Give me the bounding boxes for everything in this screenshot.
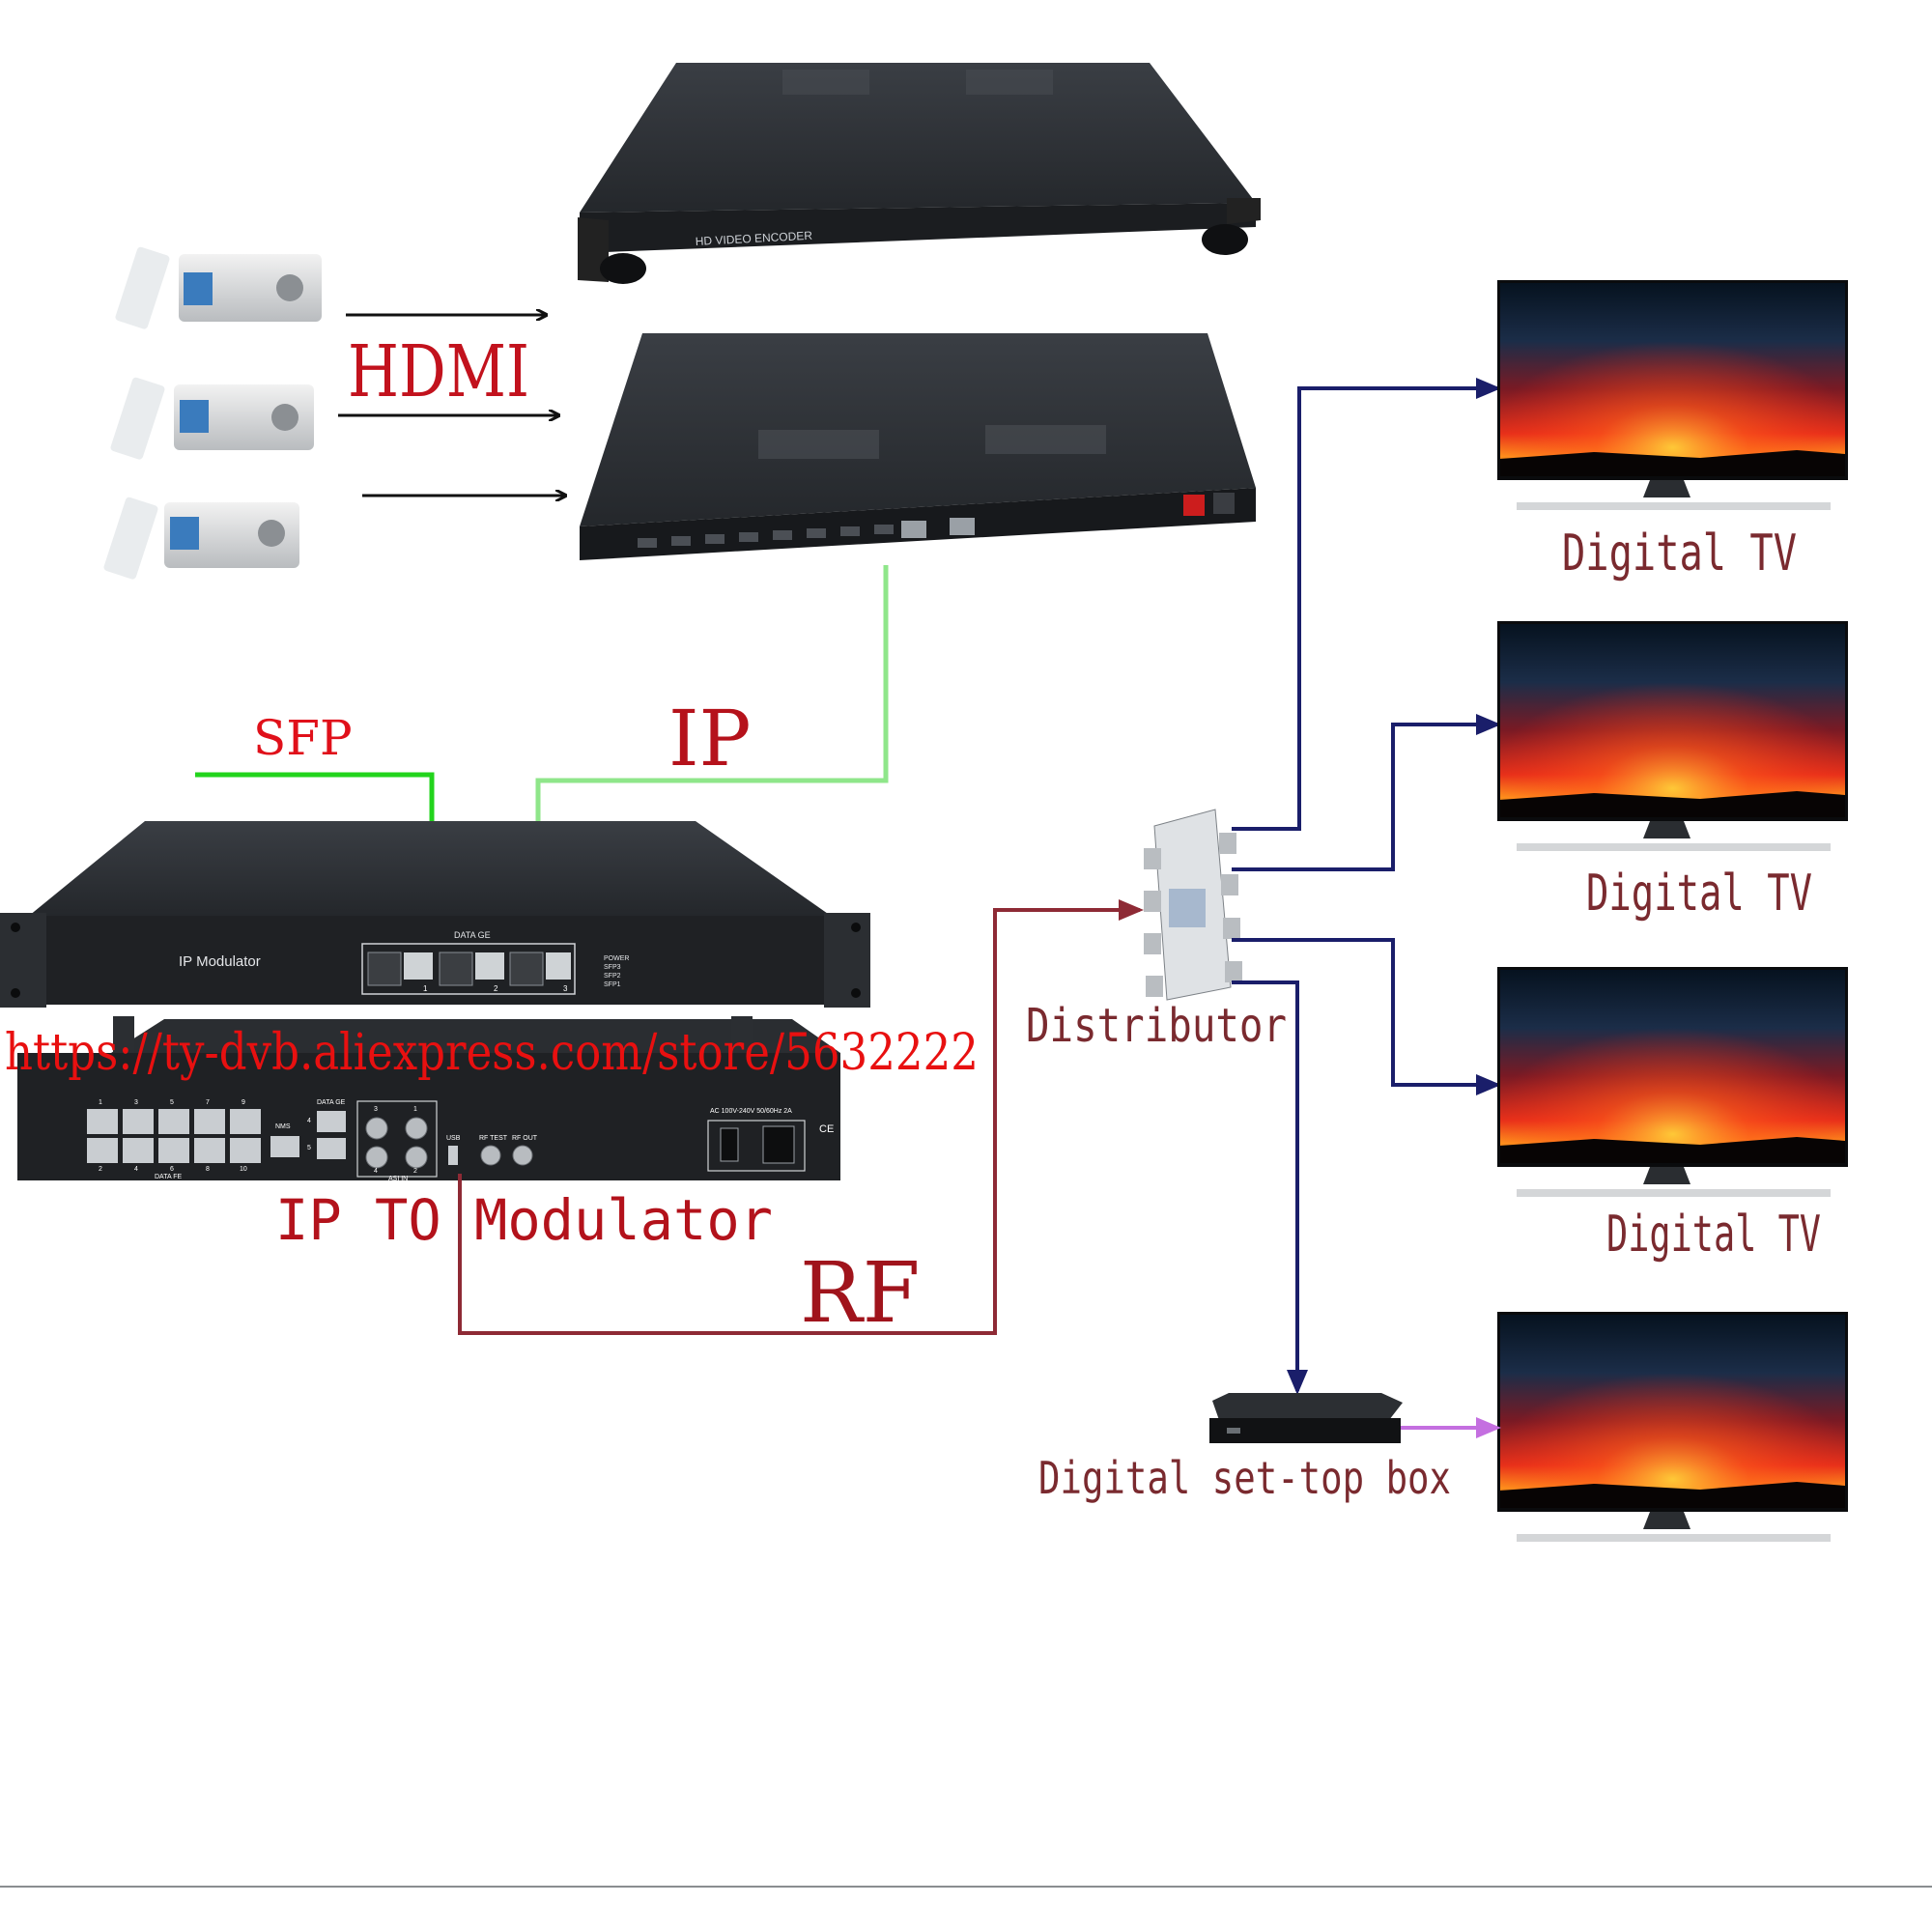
sfp-port-3 — [509, 952, 544, 986]
fe-num-2: 2 — [99, 1166, 102, 1173]
hdmi-label: HDMI — [348, 330, 529, 413]
link-to-tv-3 — [1232, 938, 1501, 1095]
fe-num-9: 9 — [242, 1099, 245, 1106]
nms-port — [270, 1136, 299, 1157]
tv-screen-4 — [1497, 1312, 1848, 1542]
link-to-tv-1 — [1232, 378, 1501, 831]
ip-modulator-device: IP Modulator DATA GE 1 2 3 POWER SFP3 SF… — [0, 821, 870, 1008]
tv-label-2: Digital TV — [1586, 865, 1812, 923]
source-receiver-3 — [103, 497, 299, 580]
asi-num-2: 2 — [413, 1168, 417, 1175]
usb-port — [448, 1146, 458, 1165]
link-to-set-top-box — [1232, 980, 1308, 1395]
asi-bnc-3 — [365, 1117, 388, 1140]
rf-label: RF — [800, 1245, 920, 1342]
fe-num-3: 3 — [134, 1099, 138, 1106]
hdmi-arrows — [338, 315, 565, 496]
led-power-label: POWER — [604, 955, 629, 962]
fe-port-2 — [87, 1138, 118, 1163]
fe-port-7 — [194, 1109, 225, 1134]
set-top-box-label: Digital set-top box — [1038, 1452, 1451, 1504]
ge-num-5: 5 — [307, 1145, 311, 1151]
fe-num-6: 6 — [170, 1166, 174, 1173]
data-ge-label: DATA GE — [454, 930, 491, 940]
fe-num-1: 1 — [99, 1099, 102, 1106]
distributor-label: Distributor — [1026, 999, 1287, 1053]
link-to-tv-2 — [1232, 714, 1501, 871]
rf-test-connector — [480, 1145, 501, 1166]
tv-label-1: Digital TV — [1562, 525, 1797, 582]
asi-bnc-1 — [405, 1117, 428, 1140]
sfp-label: SFP — [253, 710, 353, 766]
sfp-port-1 — [367, 952, 402, 986]
led-sfp3-label: SFP3 — [604, 964, 621, 971]
fe-port-9 — [230, 1109, 261, 1134]
source-receiver-1 — [115, 246, 322, 329]
tv-screen-2 — [1497, 621, 1848, 851]
asi-num-1: 1 — [413, 1106, 417, 1113]
fe-num-5: 5 — [170, 1099, 174, 1106]
fe-port-3 — [123, 1109, 154, 1134]
power-inlet — [762, 1125, 795, 1164]
rf-out-connector — [512, 1145, 533, 1166]
ce-mark: CE — [819, 1123, 834, 1135]
hd-video-encoder-ports — [580, 333, 1256, 560]
fe-port-1 — [87, 1109, 118, 1134]
rf-test-label: RF TEST — [479, 1135, 508, 1142]
sfp-port-2 — [439, 952, 473, 986]
rf-out-label: RF OUT — [512, 1135, 538, 1142]
asi-bnc-4 — [365, 1146, 388, 1169]
data-fe-label: DATA FE — [155, 1174, 182, 1180]
rj45-port-3 — [546, 952, 571, 980]
fe-num-8: 8 — [206, 1166, 210, 1173]
rj45-port-1 — [404, 952, 433, 980]
store-url-text: https://ty-dvb.aliexpress.com/store/5632… — [5, 1024, 979, 1082]
fe-port-8 — [194, 1138, 225, 1163]
source-receiver-2 — [110, 377, 314, 460]
ge-port-5 — [317, 1138, 346, 1159]
set-top-box-device — [1209, 1393, 1403, 1443]
encoder-face-label: HD VIDEO ENCODER — [695, 229, 812, 248]
asi-num-4: 4 — [374, 1168, 378, 1175]
nms-label: NMS — [275, 1123, 291, 1130]
rf-link-line — [458, 899, 1144, 1335]
asi-bnc-2 — [405, 1146, 428, 1169]
rear-panel-device: 1 3 5 7 9 2 4 6 8 10 DATA FE NMS DATA GE… — [17, 1016, 840, 1182]
port-number-3: 3 — [563, 984, 568, 993]
fe-port-10 — [230, 1138, 261, 1163]
fe-port-5 — [158, 1109, 189, 1134]
ge-port-4 — [317, 1111, 346, 1132]
rear-data-ge-label: DATA GE — [317, 1099, 346, 1106]
tv-screen-1 — [1497, 280, 1848, 510]
fe-num-10: 10 — [240, 1166, 247, 1173]
ip-label: IP — [668, 694, 751, 783]
hd-video-encoder-top: HD VIDEO ENCODER — [578, 63, 1261, 284]
ip-modulator-name: IP Modulator — [179, 953, 261, 970]
asi-in-label: ASI IN — [388, 1176, 408, 1182]
led-sfp1-label: SFP1 — [604, 981, 621, 988]
fe-num-7: 7 — [206, 1099, 210, 1106]
fe-port-6 — [158, 1138, 189, 1163]
fe-port-4 — [123, 1138, 154, 1163]
rj45-port-2 — [475, 952, 504, 980]
distributor-splitter — [1144, 809, 1242, 1001]
port-number-2: 2 — [494, 984, 498, 993]
ge-num-4: 4 — [307, 1118, 311, 1124]
fe-num-4: 4 — [134, 1166, 138, 1173]
tv-label-3: Digital TV — [1606, 1206, 1821, 1264]
power-rating-label: AC 100V-240V 50/60Hz 2A — [710, 1108, 792, 1115]
usb-label: USB — [446, 1135, 461, 1142]
port-number-1: 1 — [423, 984, 428, 993]
power-switch — [720, 1127, 739, 1162]
led-sfp2-label: SFP2 — [604, 973, 621, 980]
ip-to-modulator-label: IP TO Modulator — [275, 1187, 773, 1253]
asi-num-3: 3 — [374, 1106, 378, 1113]
tv-screen-3 — [1497, 967, 1848, 1197]
